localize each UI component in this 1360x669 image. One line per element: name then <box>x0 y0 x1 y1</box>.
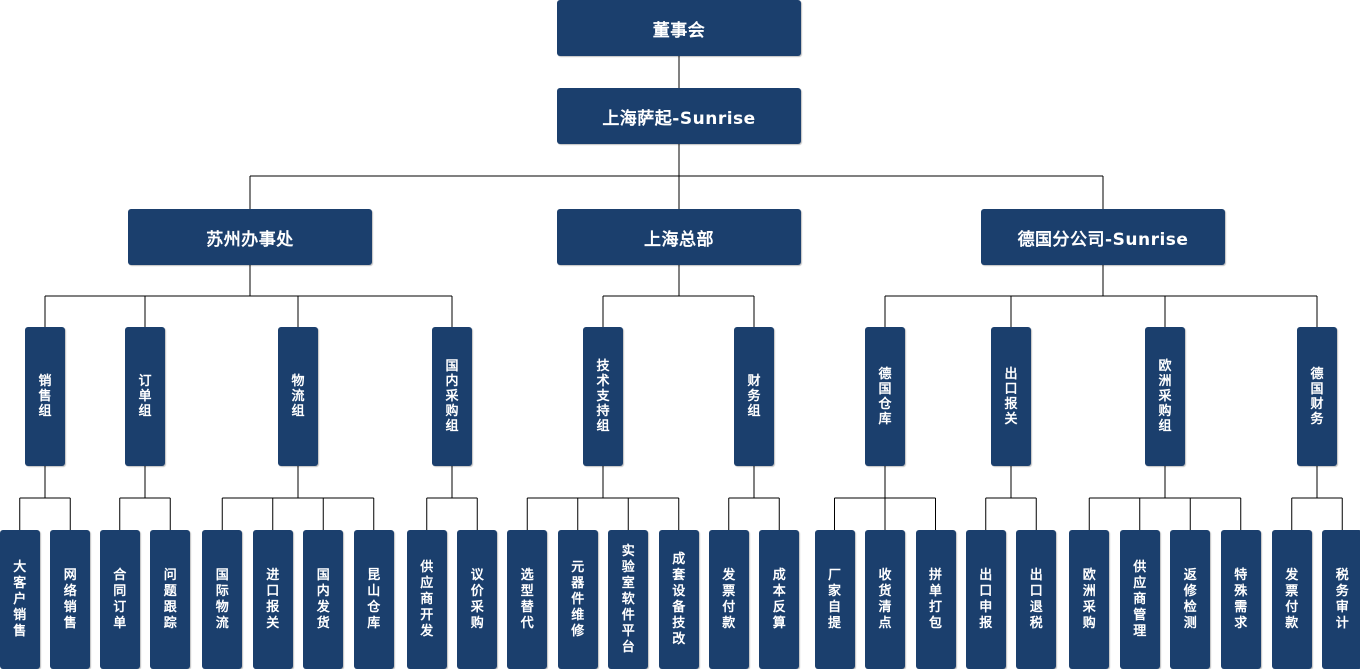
leaf-node-label: 合同订单 <box>113 567 127 631</box>
leaf-node-label: 供应商开发 <box>420 559 434 639</box>
leaf-node: 进口报关 <box>252 530 293 669</box>
group-node-label: 德国仓库 <box>878 366 892 427</box>
board-node: 董事会 <box>557 0 801 56</box>
board-node-label: 董事会 <box>652 20 706 41</box>
leaf-node-label: 出口申报 <box>979 567 993 631</box>
leaf-node-label: 大客户销售 <box>13 559 27 639</box>
leaf-node: 发票付款 <box>708 530 749 669</box>
leaf-node: 国际物流 <box>202 530 243 669</box>
leaf-node: 收货清点 <box>865 530 905 669</box>
group-node-label: 欧洲采购组 <box>1158 359 1172 434</box>
leaf-node: 选型替代 <box>507 530 548 669</box>
leaf-node-label: 议价采购 <box>470 567 484 631</box>
leaf-node: 合同订单 <box>99 530 140 669</box>
group-node: 物流组 <box>278 327 318 466</box>
leaf-node-label: 厂家自提 <box>827 567 841 631</box>
leaf-node: 大客户销售 <box>0 530 40 669</box>
division-node: 苏州办事处 <box>128 209 372 265</box>
group-node: 销售组 <box>25 327 65 466</box>
leaf-node-label: 成本反算 <box>772 567 786 631</box>
group-node-label: 财务组 <box>747 374 761 419</box>
division-node-label: 苏州办事处 <box>206 229 294 250</box>
group-node: 财务组 <box>734 327 774 466</box>
leaf-node-label: 网络销售 <box>63 567 77 631</box>
leaf-node: 昆山仓库 <box>353 530 394 669</box>
leaf-node: 网络销售 <box>50 530 91 669</box>
group-node: 技术支持组 <box>583 327 623 466</box>
leaf-node-label: 发票付款 <box>1285 567 1299 631</box>
leaf-node-label: 选型替代 <box>520 567 534 631</box>
leaf-node: 成套设备技改 <box>658 530 699 669</box>
group-node: 国内采购组 <box>432 327 472 466</box>
leaf-node: 返修检测 <box>1170 530 1211 669</box>
leaf-node-label: 拼单打包 <box>928 567 942 631</box>
group-node: 德国仓库 <box>865 327 905 466</box>
leaf-node: 元器件维修 <box>557 530 598 669</box>
leaf-node: 议价采购 <box>457 530 498 669</box>
leaf-node-label: 返修检测 <box>1183 567 1197 631</box>
leaf-node-label: 成套设备技改 <box>672 551 686 647</box>
hq-node: 上海萨起-Sunrise <box>557 88 801 144</box>
group-node-label: 订单组 <box>138 374 152 419</box>
leaf-node: 供应商开发 <box>406 530 447 669</box>
group-node: 订单组 <box>125 327 165 466</box>
group-node-label: 出口报关 <box>1004 366 1018 427</box>
leaf-node-label: 国内发货 <box>316 567 330 631</box>
division-node-label: 上海总部 <box>644 229 714 250</box>
group-node: 欧洲采购组 <box>1145 327 1185 466</box>
leaf-node: 实验室软件平台 <box>608 530 649 669</box>
leaf-node-label: 欧洲采购 <box>1082 567 1096 631</box>
hq-node-label: 上海萨起-Sunrise <box>602 108 756 129</box>
leaf-node: 出口退税 <box>1016 530 1057 669</box>
leaf-node-label: 国际物流 <box>215 567 229 631</box>
group-node-label: 德国财务 <box>1310 366 1324 427</box>
leaf-node: 拼单打包 <box>915 530 956 669</box>
leaf-node-label: 实验室软件平台 <box>621 543 635 655</box>
group-node-label: 国内采购组 <box>445 359 459 434</box>
group-node: 德国财务 <box>1297 327 1337 466</box>
group-node-label: 销售组 <box>38 374 52 419</box>
leaf-node: 特殊需求 <box>1220 530 1261 669</box>
leaf-node-label: 进口报关 <box>266 567 280 631</box>
leaf-node-label: 问题跟踪 <box>163 567 177 631</box>
leaf-node-label: 元器件维修 <box>571 559 585 639</box>
leaf-node: 出口申报 <box>965 530 1006 669</box>
leaf-node-label: 特殊需求 <box>1234 567 1248 631</box>
division-node: 上海总部 <box>557 209 801 265</box>
division-node-label: 德国分公司-Sunrise <box>1017 229 1189 250</box>
leaf-node: 国内发货 <box>303 530 344 669</box>
group-node-label: 技术支持组 <box>596 359 610 434</box>
leaf-node: 发票付款 <box>1271 530 1312 669</box>
leaf-node-label: 税务审计 <box>1335 567 1349 631</box>
group-node-label: 物流组 <box>291 374 305 419</box>
leaf-node: 问题跟踪 <box>150 530 191 669</box>
leaf-node: 供应商管理 <box>1119 530 1160 669</box>
division-node: 德国分公司-Sunrise <box>981 209 1225 265</box>
leaf-node: 厂家自提 <box>814 530 855 669</box>
leaf-node: 税务审计 <box>1322 530 1360 669</box>
leaf-node-label: 收货清点 <box>878 567 892 631</box>
leaf-node-label: 出口退税 <box>1029 567 1043 631</box>
leaf-node-label: 供应商管理 <box>1133 559 1147 639</box>
leaf-node: 成本反算 <box>759 530 800 669</box>
leaf-node-label: 发票付款 <box>722 567 736 631</box>
group-node: 出口报关 <box>991 327 1031 466</box>
leaf-node: 欧洲采购 <box>1069 530 1110 669</box>
leaf-node-label: 昆山仓库 <box>367 567 381 631</box>
